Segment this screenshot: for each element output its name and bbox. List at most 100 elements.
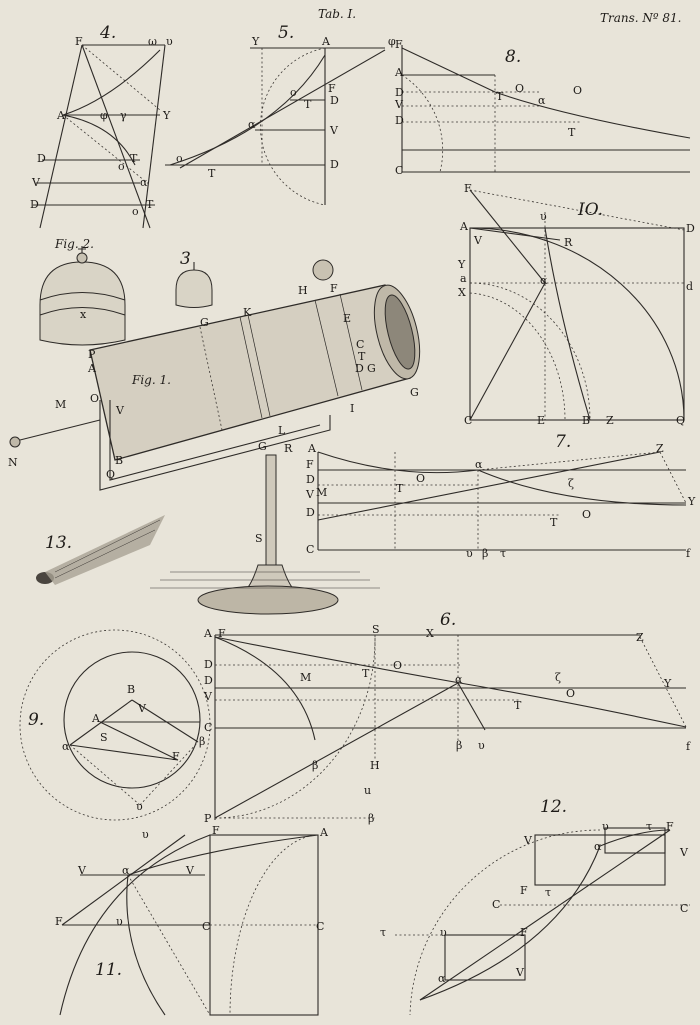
fig-10-point-label: B bbox=[582, 414, 590, 427]
fig-1-point-label: O bbox=[90, 392, 99, 405]
fig-1-point-label: G bbox=[258, 440, 267, 453]
fig-4-point-label: o bbox=[132, 205, 139, 218]
fig-7-point-label: τ bbox=[500, 547, 506, 560]
fig-12-point-label: υ bbox=[440, 926, 447, 939]
fig-1-point-label: Q bbox=[106, 468, 115, 481]
fig-8-point-label: C bbox=[395, 164, 403, 177]
fig-7-point-label: M bbox=[316, 486, 327, 499]
journal-number: Trans. Nº 81. bbox=[600, 11, 681, 25]
fig-12-point-label: υ bbox=[602, 820, 609, 833]
fig-4-point-label: υ bbox=[166, 35, 173, 48]
fig-1-point-label: H bbox=[298, 284, 308, 297]
fig-10-number: IO. bbox=[577, 200, 603, 220]
fig-6-point-label: H bbox=[370, 759, 380, 772]
fig-1-point-label: E bbox=[343, 312, 351, 325]
fig-11-point-label: C bbox=[316, 920, 324, 933]
fig-6-point-label: A bbox=[203, 627, 213, 640]
figure-6-diagram bbox=[214, 634, 687, 820]
fig-1-point-label: V bbox=[115, 404, 125, 417]
fig-6-point-label: M bbox=[300, 671, 311, 684]
fig-1-point-label: N bbox=[8, 456, 18, 469]
fig-11-point-label: υ bbox=[116, 915, 123, 928]
fig-7-number: 7. bbox=[555, 432, 571, 452]
fig-12-point-label: C bbox=[492, 898, 500, 911]
crown-fig-2 bbox=[39, 246, 126, 346]
fig-11-point-label: F bbox=[55, 915, 63, 928]
fig-10-point-label: α bbox=[540, 274, 548, 287]
fig-12-point-label: α bbox=[594, 840, 602, 853]
fig-5-point-label: D bbox=[330, 158, 339, 171]
figure-10-diagram bbox=[469, 189, 685, 421]
plate-title: Tab. I. bbox=[318, 7, 356, 21]
fig-7-point-label: υ bbox=[466, 547, 473, 560]
fig-6-point-label: u bbox=[364, 784, 371, 797]
fig-7-point-label: Z bbox=[656, 442, 664, 455]
fig-10-point-label: a bbox=[460, 272, 467, 285]
fig-8-point-label: A bbox=[394, 66, 404, 79]
fig-10-point-label: R bbox=[564, 236, 573, 249]
fig-5-point-label: α bbox=[248, 118, 256, 131]
fig-9-point-label: B bbox=[127, 683, 135, 696]
fig-6-point-label: D bbox=[204, 674, 213, 687]
fig-7-point-label: ζ bbox=[568, 477, 574, 490]
figure-12-diagram bbox=[395, 827, 690, 1016]
fig-7-point-label: A bbox=[307, 442, 317, 455]
fig-1-point-label: A bbox=[87, 362, 97, 375]
fig-10-point-label: Z bbox=[606, 414, 614, 427]
fig-2-number: Fig. 2. bbox=[54, 237, 94, 251]
fig-8-point-label: T bbox=[496, 90, 504, 103]
fig-8-point-label: F bbox=[395, 38, 403, 51]
fig-12-point-label: V bbox=[523, 834, 533, 847]
fig-4-point-label: Y bbox=[162, 109, 171, 122]
fig-6-point-label: F bbox=[218, 627, 226, 640]
fig-4-point-label: γ bbox=[120, 109, 127, 122]
fig-10-point-label: C bbox=[464, 414, 472, 427]
fig-6-point-label: T bbox=[514, 699, 522, 712]
fig-7-point-label: O bbox=[416, 472, 425, 485]
fig-12-point-label: τ bbox=[646, 820, 652, 833]
fig-7-point-label: F bbox=[306, 458, 314, 471]
fig-4-point-label: F bbox=[75, 35, 83, 48]
fig-2-point-label: x bbox=[80, 308, 87, 321]
fig-3-number: 3 bbox=[180, 249, 191, 269]
fig-9-point-label: α bbox=[62, 740, 70, 753]
fig-4-point-label: A bbox=[56, 109, 66, 122]
fig-8-point-label: O bbox=[573, 84, 582, 97]
fig-6-point-label: β bbox=[312, 759, 318, 772]
fig-12-point-label: V bbox=[679, 846, 689, 859]
fig-1-point-label: K bbox=[243, 306, 252, 319]
fig-11-point-label: V bbox=[185, 864, 195, 877]
fig-5-point-label: Y bbox=[251, 35, 260, 48]
figure-9-diagram bbox=[19, 629, 211, 821]
fig-9-point-label: υ bbox=[136, 800, 143, 813]
fig-11-point-label: C bbox=[202, 920, 210, 933]
fig-10-point-label: V bbox=[473, 234, 483, 247]
fig-12-point-label: F bbox=[520, 926, 528, 939]
fig-1-point-label: P bbox=[88, 348, 96, 361]
fig-1-point-label: I bbox=[350, 402, 354, 415]
fig-12-point-label: F bbox=[666, 820, 674, 833]
telescope-fig-1 bbox=[9, 259, 421, 615]
fig-12-point-label: τ bbox=[380, 926, 386, 939]
fig-5-point-label: φ bbox=[388, 35, 396, 48]
fig-9-point-label: β bbox=[199, 735, 205, 748]
fig-13-number: 13. bbox=[45, 533, 72, 553]
fig-5-point-label: A bbox=[321, 35, 331, 48]
fig-6-point-label: ζ bbox=[555, 671, 561, 684]
fig-1-number: Fig. 1. bbox=[131, 373, 171, 387]
fig-10-point-label: F bbox=[464, 182, 472, 195]
fig-8-point-label: O bbox=[515, 82, 524, 95]
fig-10-point-label: Q bbox=[676, 414, 685, 427]
fig-11-number: 11. bbox=[95, 960, 122, 980]
fig-11-point-label: υ bbox=[142, 828, 149, 841]
fig-4-point-label: o bbox=[118, 160, 125, 173]
fig-4-point-label: T bbox=[130, 152, 138, 165]
fig-6-point-label: α bbox=[455, 673, 463, 686]
fig-6-point-label: S bbox=[372, 623, 380, 636]
fig-1-point-label: G bbox=[410, 386, 419, 399]
fig-1-point-label: G bbox=[200, 316, 209, 329]
fig-4-point-label: α bbox=[140, 176, 148, 189]
fig-12-point-label: α bbox=[438, 972, 446, 985]
